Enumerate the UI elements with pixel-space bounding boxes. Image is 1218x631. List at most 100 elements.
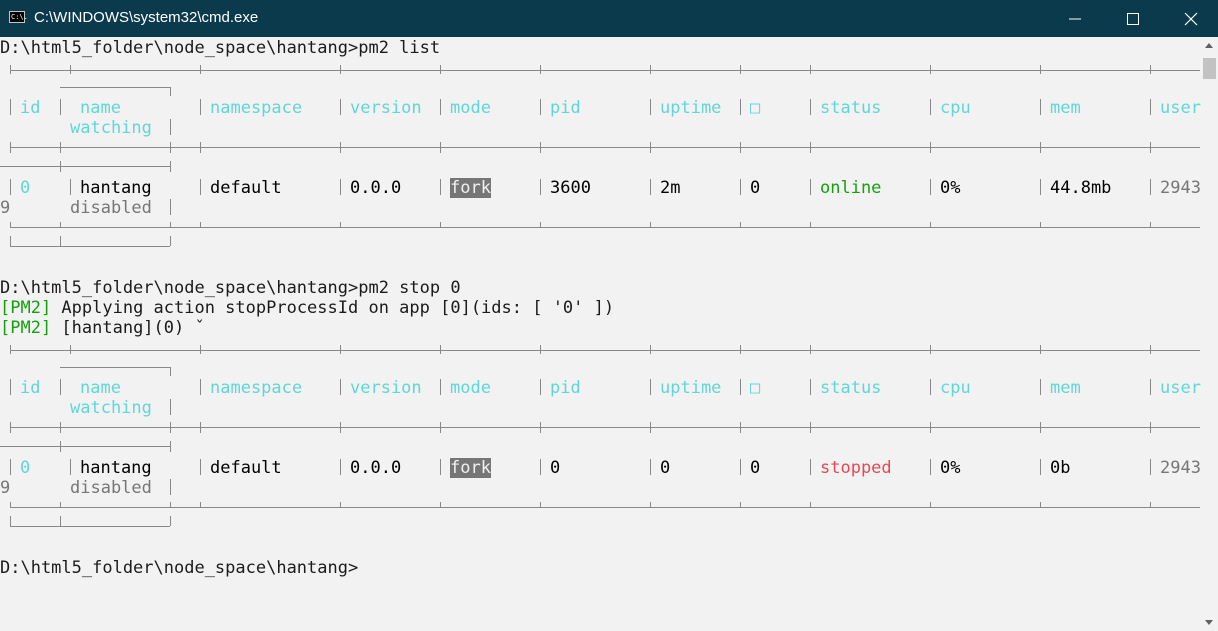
table-border [200,379,201,395]
table-border [810,99,811,115]
table-border [200,345,201,354]
maximize-icon [1127,13,1139,25]
table-border [930,99,931,115]
prompt: D:\html5_folder\node_space\hantang> [0,558,359,578]
prompt: D:\html5_folder\node_space\hantang> [0,38,359,58]
console-line-prompt: D:\html5_folder\node_space\hantang> [0,558,358,578]
table-border [810,65,811,74]
table-border [170,479,171,495]
table-border [440,422,441,433]
cell-pid: 0 [550,458,561,478]
table-border [10,422,11,433]
scroll-thumb[interactable] [1203,58,1216,79]
table-border [540,179,541,195]
table-border [440,459,441,475]
table-border [10,502,11,507]
header-user: user [1160,378,1201,398]
table-border [200,179,201,195]
cell-status-online: online [820,178,882,198]
table-border [650,459,651,475]
table-border [10,65,11,74]
table-border [1150,379,1151,395]
table-border [650,179,651,195]
cell-restart: 0 [750,458,761,478]
console-output[interactable]: D:\html5_folder\node_space\hantang>pm2 l… [0,37,1201,631]
command-text: pm2 list [358,38,441,58]
table-border [170,222,171,227]
table-border [1040,459,1041,475]
minimize-icon [1069,18,1081,20]
close-button[interactable] [1162,0,1218,37]
table-border [170,441,171,452]
header-pid: pid [550,98,581,118]
table-border [10,147,1200,148]
header-status: status [820,98,882,118]
table-border [740,65,741,74]
table-border [440,179,441,195]
cell-uptime: 0 [660,458,671,478]
table-border [60,87,170,88]
table-border [200,99,201,115]
table-border [650,99,651,115]
table-border [540,65,541,74]
table-border [0,166,170,167]
minimize-button[interactable] [1046,0,1104,37]
cell-namespace: default [210,178,282,198]
table-border [930,179,931,195]
maximize-button[interactable] [1104,0,1162,37]
cmd-app-icon: C:\. [9,11,28,23]
vertical-scrollbar[interactable] [1201,37,1218,631]
scroll-up-icon[interactable] [1205,43,1213,48]
table-border [170,142,171,153]
header-name: name [80,378,121,398]
table-border [440,345,441,354]
cell-mode: fork [450,178,491,198]
table-border [810,345,811,354]
header-restart: □ [750,378,761,398]
header-mem: mem [1050,98,1081,118]
table-border [10,222,11,227]
table-border [200,459,201,475]
cell-user: 2943 [1160,458,1201,478]
table-border [340,379,341,395]
table-border [440,142,441,153]
table-border [340,422,341,433]
cell-version: 0.0.0 [350,178,402,198]
table-border [170,399,171,415]
command-text: pm2 stop 0 [358,278,461,298]
table-border [170,87,171,96]
cell-status-stopped: stopped [820,458,892,478]
header-version: version [350,98,422,118]
table-border [1150,65,1151,74]
table-border [60,367,170,368]
cell-user-wrap: 9 [0,198,11,218]
scroll-down-icon[interactable] [1205,620,1213,625]
cell-restart: 0 [750,178,761,198]
table-border [60,236,61,246]
table-border [1150,345,1151,354]
header-version: version [350,378,422,398]
pm2-tag: [PM2] [0,298,52,318]
table-border [650,345,651,354]
table-border [170,119,171,135]
cell-version: 0.0.0 [350,458,402,478]
cell-mem: 0b [1050,458,1071,478]
table-border [930,345,931,354]
table-border [740,422,741,433]
table-border [60,441,61,452]
cell-namespace: default [210,458,282,478]
table-border [540,422,541,433]
header-uptime: uptime [660,378,722,398]
cell-watching: disabled [70,198,152,218]
table-border [650,379,651,395]
header-cpu: cpu [940,378,971,398]
table-border [170,199,171,215]
table-border [170,236,171,246]
table-border [740,222,741,227]
table-border [650,65,651,74]
header-id: id [20,378,41,398]
table-border [740,459,741,475]
console-line-msg2: [PM2] [hantang](0) ˇ [0,318,205,338]
table-border [10,99,11,115]
table-border [340,222,341,227]
